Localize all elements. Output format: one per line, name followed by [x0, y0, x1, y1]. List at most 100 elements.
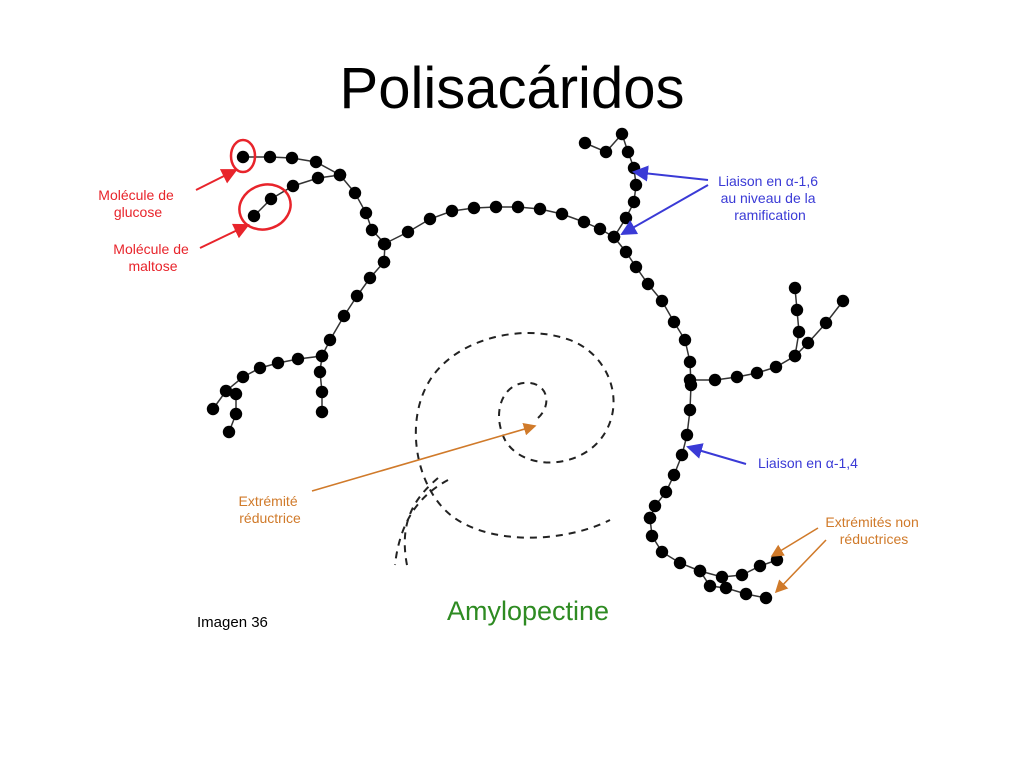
glucose-bead: [675, 448, 689, 462]
glucose-bead: [577, 215, 591, 229]
glucose-bead: [350, 289, 364, 303]
glucose-bead: [337, 309, 351, 323]
glucose-bead: [655, 545, 669, 559]
glucose-bead: [467, 201, 481, 215]
glucose-bead: [229, 407, 243, 421]
glucose-bead: [348, 186, 362, 200]
glucose-bead: [770, 553, 784, 567]
alpha14-arrow: [686, 443, 747, 465]
non-reducing-arrow-2: [774, 539, 827, 594]
glucose-bead: [607, 230, 621, 244]
glucose-bead: [219, 384, 233, 398]
glucose-bead: [673, 556, 687, 570]
glucose-bead: [667, 315, 681, 329]
glucose-bead: [792, 325, 806, 339]
glucose-bead: [801, 336, 815, 350]
non-reducing-arrow-1: [770, 527, 819, 557]
maltose-arrow: [199, 223, 250, 249]
glucose-bead: [629, 260, 643, 274]
glucose-bead: [423, 212, 437, 226]
alpha16-arrow-1: [632, 165, 709, 182]
glucose-bead: [489, 200, 503, 214]
glucose-bead: [667, 468, 681, 482]
glucose-bead: [655, 294, 669, 308]
glucose-bead: [703, 579, 717, 593]
glucose-bead: [683, 373, 697, 387]
glucose-bead: [311, 171, 325, 185]
glucose-bead: [401, 225, 415, 239]
glucose-bead: [222, 425, 236, 439]
glucose-bead: [264, 192, 278, 206]
glucose-bead: [708, 373, 722, 387]
chain-link-0: [243, 156, 386, 263]
page-title: Polisacáridos: [339, 56, 685, 121]
alpha16-label: Liaison en α-1,6 au niveau de la ramific…: [718, 173, 822, 223]
glucose-bead: [645, 529, 659, 543]
maltose-label: Molécule de maltose: [113, 241, 192, 274]
glucose-bead: [313, 365, 327, 379]
glucose-bead: [678, 333, 692, 347]
glucose-bead: [309, 155, 323, 169]
glucose-bead: [323, 333, 337, 347]
glucose-bead: [555, 207, 569, 221]
glucose-bead: [680, 428, 694, 442]
glucose-bead: [693, 564, 707, 578]
glucose-bead: [365, 223, 379, 237]
glucose-bead: [735, 568, 749, 582]
glucose-bead: [715, 570, 729, 584]
glucose-bead: [629, 178, 643, 192]
reducing-end-arrow: [311, 422, 537, 492]
glucose-bead: [615, 127, 629, 141]
non-reducing-ends-label: Extrémités non réductrices: [825, 514, 922, 547]
alpha16-arrow-2: [620, 184, 709, 235]
glucose-highlight-circle: [229, 138, 257, 174]
glucose-bead: [750, 366, 764, 380]
alpha14-label: Liaison en α-1,4: [758, 455, 858, 471]
glucose-bead: [643, 511, 657, 525]
glucose-bead: [753, 559, 767, 573]
glucose-bead: [719, 581, 733, 595]
glucose-bead: [659, 485, 673, 499]
glucose-bead: [247, 209, 261, 223]
glucose-bead: [730, 370, 744, 384]
glucose-bead: [315, 349, 329, 363]
glucose-bead: [445, 204, 459, 218]
glucose-bead: [229, 387, 243, 401]
glucose-bead: [599, 145, 613, 159]
glucose-bead: [683, 355, 697, 369]
glucose-bead: [236, 150, 250, 164]
image-caption: Imagen 36: [197, 614, 268, 631]
glucose-bead: [363, 271, 377, 285]
glucose-bead: [291, 352, 305, 366]
glucose-bead: [769, 360, 783, 374]
glucose-bead: [759, 591, 773, 605]
glucose-bead: [578, 136, 592, 150]
glucose-bead: [621, 145, 635, 159]
glucose-bead: [253, 361, 267, 375]
glucose-bead: [206, 402, 220, 416]
glucose-bead: [788, 349, 802, 363]
diagram-title: Amylopectine: [447, 596, 609, 626]
glucose-bead: [619, 245, 633, 259]
glucose-bead: [285, 151, 299, 165]
glucose-bead: [627, 195, 641, 209]
glucose-label: Molécule de glucose: [98, 187, 177, 220]
glucose-bead: [819, 316, 833, 330]
glucose-bead: [790, 303, 804, 317]
glucose-bead: [315, 385, 329, 399]
reducing-end-label: Extrémité réductrice: [238, 493, 301, 526]
glucose-bead: [533, 202, 547, 216]
glucose-bead: [739, 587, 753, 601]
glucose-bead: [788, 281, 802, 295]
glucose-bead: [619, 211, 633, 225]
glucose-chains: [206, 127, 850, 605]
glucose-bead: [836, 294, 850, 308]
glucose-bead: [236, 370, 250, 384]
glucose-bead: [271, 356, 285, 370]
glucose-bead: [315, 405, 329, 419]
glucose-bead: [286, 179, 300, 193]
glucose-bead: [648, 499, 662, 513]
glucose-bead: [511, 200, 525, 214]
glucose-bead: [641, 277, 655, 291]
